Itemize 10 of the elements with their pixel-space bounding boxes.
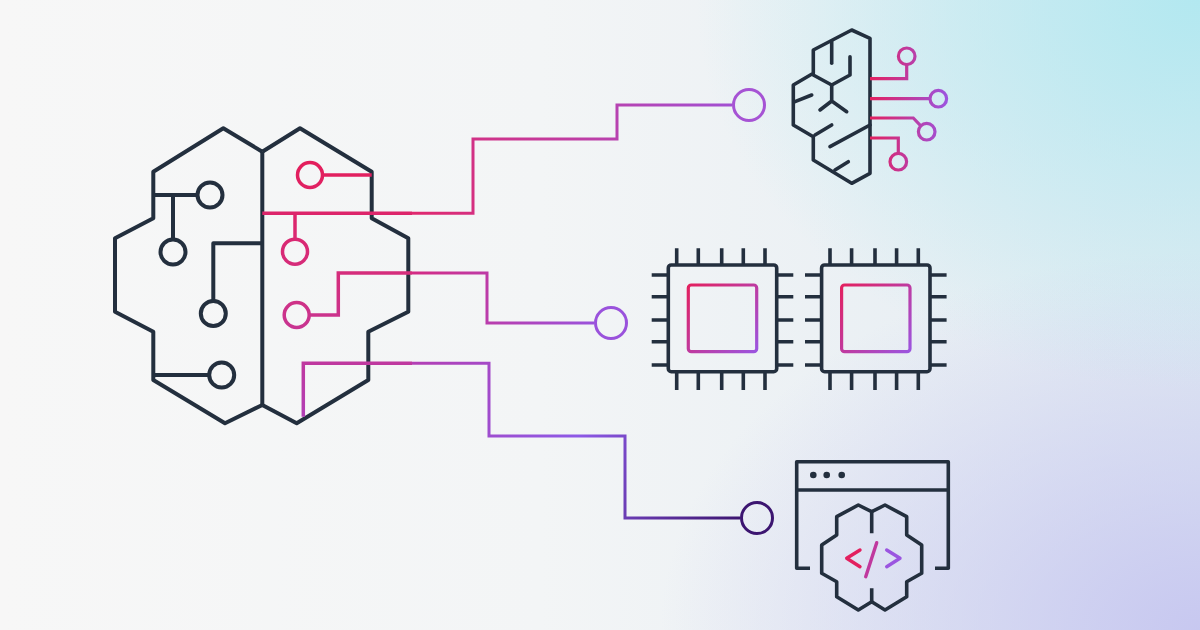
connector-line [412,361,740,520]
brain-circuit-icon [790,26,950,188]
connector-line [412,103,732,215]
connector-line [412,271,594,325]
processor-chips-icon [649,246,949,392]
browser-code-icon [794,459,951,615]
connector-ring [594,306,628,340]
connector-ring [740,501,774,535]
connector-ring [732,88,766,122]
brain-circuit-illustration [110,124,412,428]
